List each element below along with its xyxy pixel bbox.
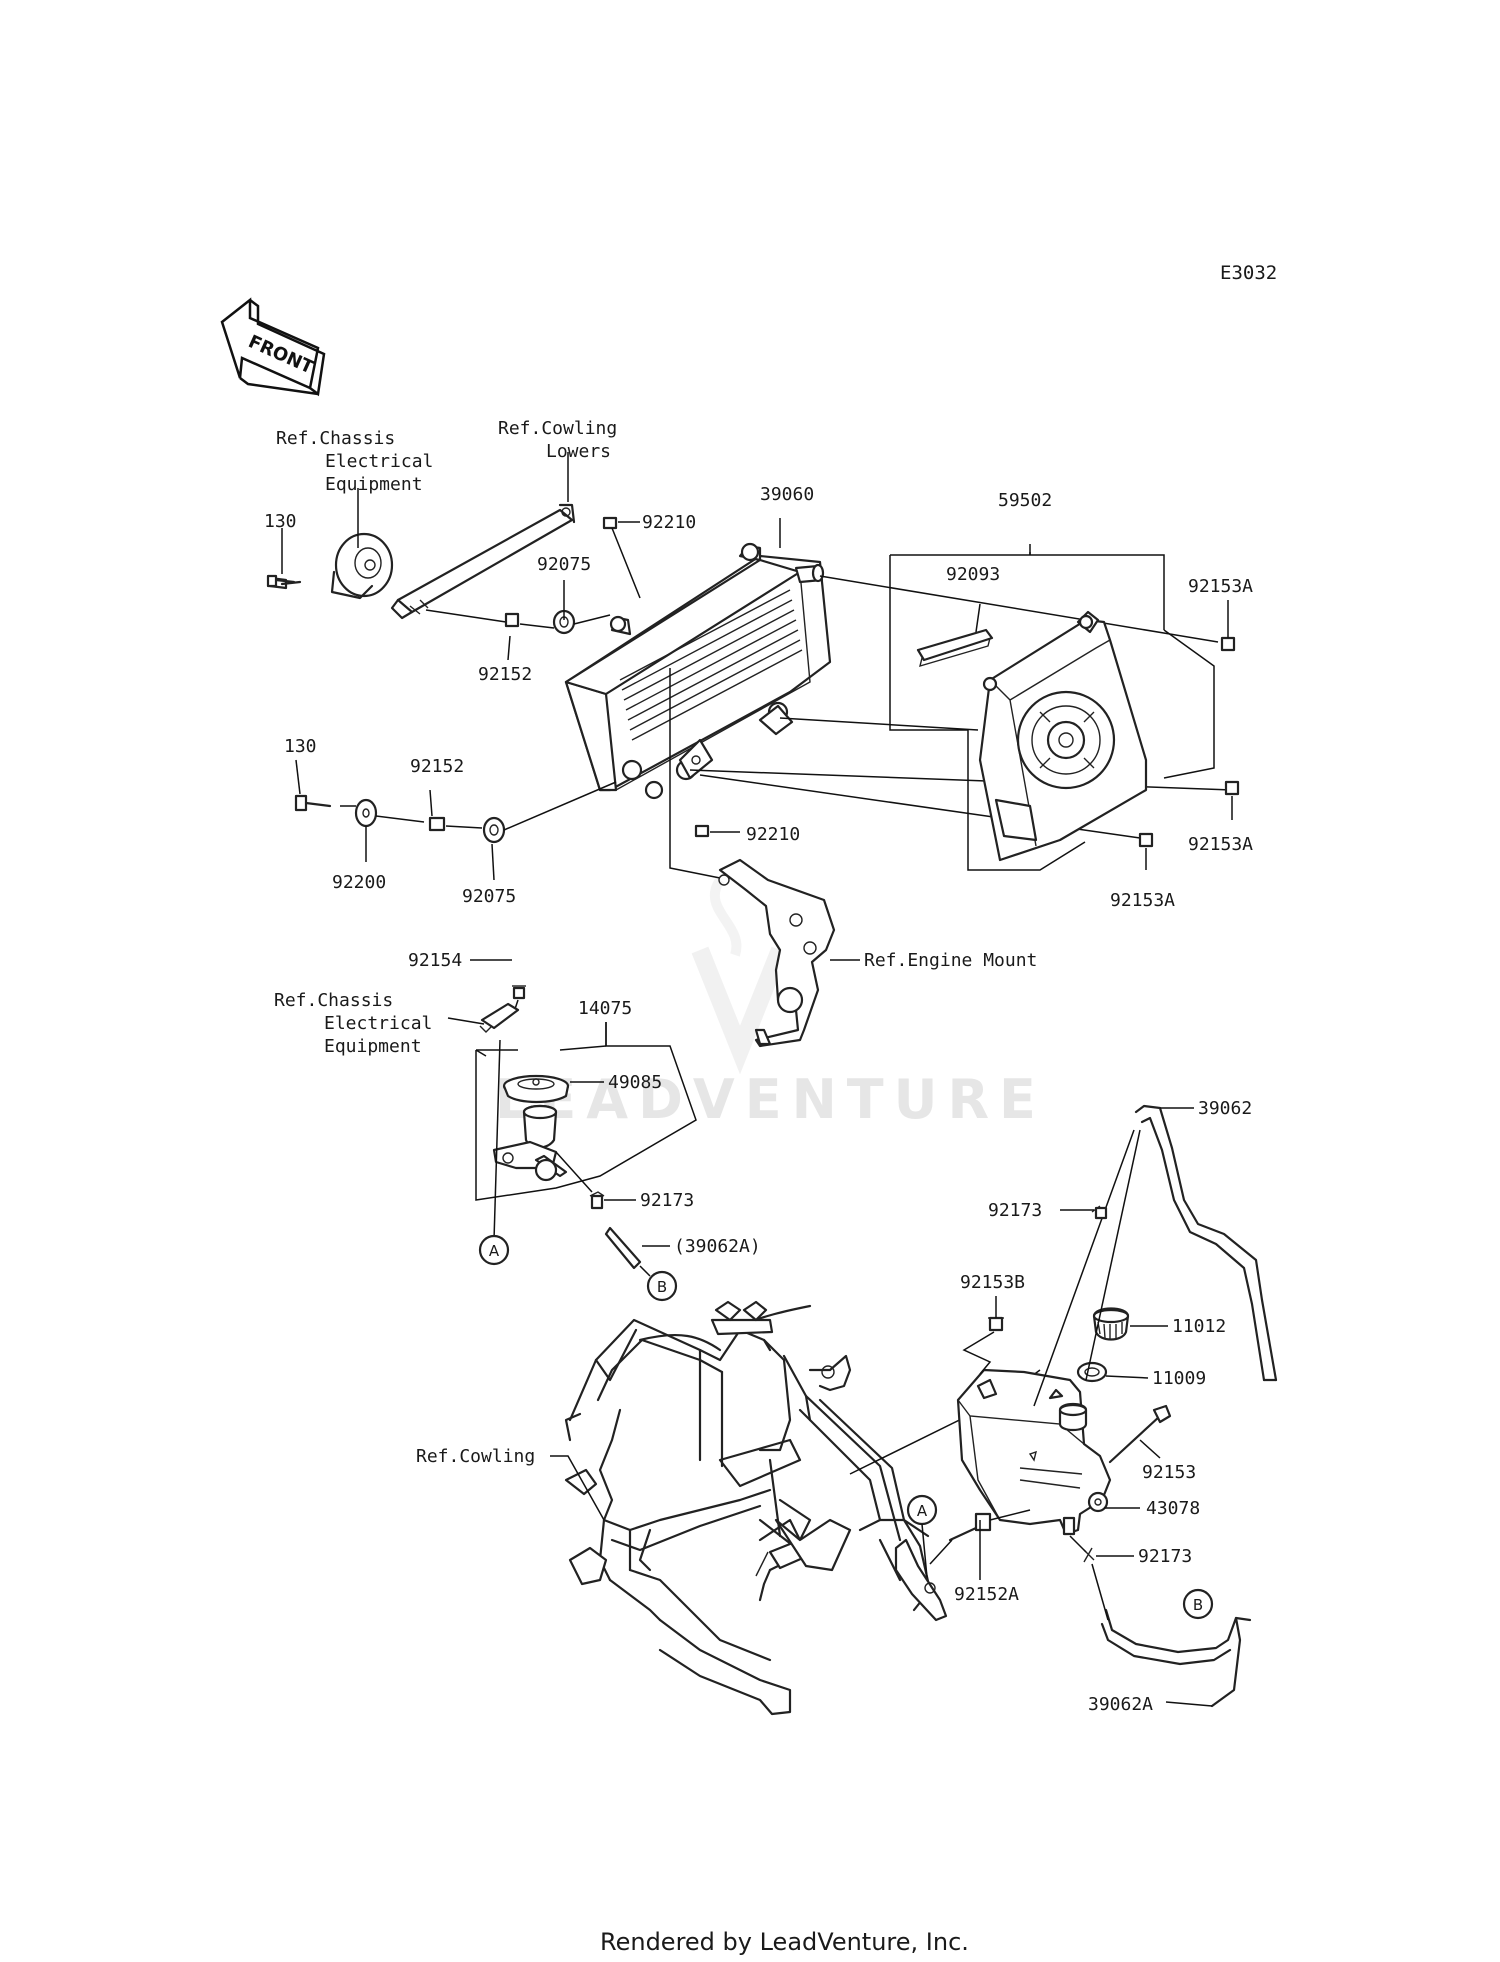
callout-92173-left: 92173 <box>640 1190 694 1211</box>
engine-mount-bracket <box>718 858 836 1048</box>
ref-chassis-mid-line1: Ref.Chassis <box>274 990 393 1011</box>
bolt-92153 <box>1108 1404 1172 1464</box>
ref-chassis-top-line1: Ref.Chassis <box>276 428 395 449</box>
bolt-92153B <box>988 1316 1004 1332</box>
callout-92153A-3: 92153A <box>1110 890 1175 911</box>
bolt-92153A-1 <box>1220 636 1236 652</box>
marker-b-right: B <box>1182 1588 1214 1620</box>
clamp-92173-left <box>589 1191 605 1210</box>
horn-assembly <box>268 532 394 600</box>
footer-credit: Rendered by LeadVenture, Inc. <box>600 1928 969 1956</box>
ref-engine-mount: Ref.Engine Mount <box>864 950 1037 971</box>
clamp-92173-bottom <box>1083 1547 1095 1563</box>
fan-wiring-92093 <box>916 628 994 668</box>
bolt-92154 <box>512 985 526 1000</box>
callout-11012: 11012 <box>1172 1316 1226 1337</box>
collar-92152-top <box>504 612 520 628</box>
callout-92173-right: 92173 <box>988 1200 1042 1221</box>
callout-43078: 43078 <box>1146 1498 1200 1519</box>
callout-92093: 92093 <box>946 564 1000 585</box>
callout-92152-bottom: 92152 <box>410 756 464 777</box>
callout-92173-bottom: 92173 <box>1138 1546 1192 1567</box>
ref-chassis-top-line3: Equipment <box>325 474 423 495</box>
cowling-right-bracket <box>894 1538 948 1622</box>
radiator <box>564 542 832 800</box>
nut-92210-bottom <box>694 824 710 838</box>
ref-cowling-lowers-line1: Ref.Cowling <box>498 418 617 439</box>
hose-39062A-short <box>604 1226 642 1270</box>
callout-39062: 39062 <box>1198 1098 1252 1119</box>
watermark-logo <box>691 877 789 1075</box>
nut-92210-top <box>602 516 618 530</box>
bolt-92153A-3 <box>1138 832 1154 848</box>
washer-92200 <box>354 798 378 828</box>
bolt-130-top <box>266 574 296 588</box>
callout-49085: 49085 <box>608 1072 662 1093</box>
callout-92075-top: 92075 <box>537 554 591 575</box>
bolt-92153A-2 <box>1224 780 1240 796</box>
o-ring-11009 <box>1076 1361 1108 1383</box>
collar-92152A <box>948 1512 992 1542</box>
ref-chassis-mid-line3: Equipment <box>324 1036 422 1057</box>
callout-130-top: 130 <box>264 511 297 532</box>
hose-39062A <box>1100 1608 1252 1708</box>
callout-11009: 11009 <box>1152 1368 1206 1389</box>
overflow-hose-39062 <box>1134 1104 1278 1382</box>
marker-a-right-label: A <box>917 1502 928 1520</box>
collar-92152-bottom <box>428 816 446 832</box>
reservoir-tank <box>956 1368 1112 1536</box>
callout-92153: 92153 <box>1142 1462 1196 1483</box>
callout-92154: 92154 <box>408 950 462 971</box>
ref-chassis-top-line2: Electrical <box>325 451 433 472</box>
watermark-text: LEADVENTURE <box>495 1068 1046 1131</box>
callout-92152A: 92152A <box>954 1584 1019 1605</box>
marker-a-left: A <box>478 1234 510 1266</box>
callout-39060: 39060 <box>760 484 814 505</box>
callout-39062A: 39062A <box>1088 1694 1153 1715</box>
ref-chassis-connector <box>479 1002 520 1033</box>
callout-92153B: 92153B <box>960 1272 1025 1293</box>
wire-hook <box>755 1518 852 1602</box>
fan-shroud <box>978 610 1148 862</box>
diagram-id: E3032 <box>1220 262 1277 284</box>
radiator-cap-49085 <box>502 1074 570 1104</box>
callout-92153A-2: 92153A <box>1188 834 1253 855</box>
callout-92210-top: 92210 <box>642 512 696 533</box>
callout-92210-bottom: 92210 <box>746 824 800 845</box>
callout-92075-bottom: 92075 <box>462 886 516 907</box>
marker-a-left-label: A <box>489 1242 500 1260</box>
callout-39062A-paren: (39062A) <box>674 1236 761 1257</box>
ref-cowling-lowers-line2: Lowers <box>546 441 611 462</box>
callout-130-bottom: 130 <box>284 736 317 757</box>
bolt-130-bottom <box>294 794 332 812</box>
marker-b-left-label: B <box>657 1278 667 1296</box>
callout-59502: 59502 <box>998 490 1052 511</box>
ref-cowling: Ref.Cowling <box>416 1446 535 1467</box>
marker-b-right-label: B <box>1193 1596 1203 1614</box>
ref-chassis-mid-line2: Electrical <box>324 1013 432 1034</box>
cowling-frame <box>564 1300 932 1716</box>
marker-a-right: A <box>906 1494 938 1526</box>
grommet-92075-bottom <box>482 816 506 844</box>
front-arrow-icon: FRONT <box>220 297 326 397</box>
callout-92153A-1: 92153A <box>1188 576 1253 597</box>
bracket-bar <box>390 503 576 620</box>
callout-92152-top: 92152 <box>478 664 532 685</box>
clamp-92173-right <box>1091 1205 1108 1220</box>
reservoir-cap-11012 <box>1092 1307 1130 1341</box>
callout-92200: 92200 <box>332 872 386 893</box>
marker-b-left: B <box>646 1270 678 1302</box>
callout-14075: 14075 <box>578 998 632 1019</box>
